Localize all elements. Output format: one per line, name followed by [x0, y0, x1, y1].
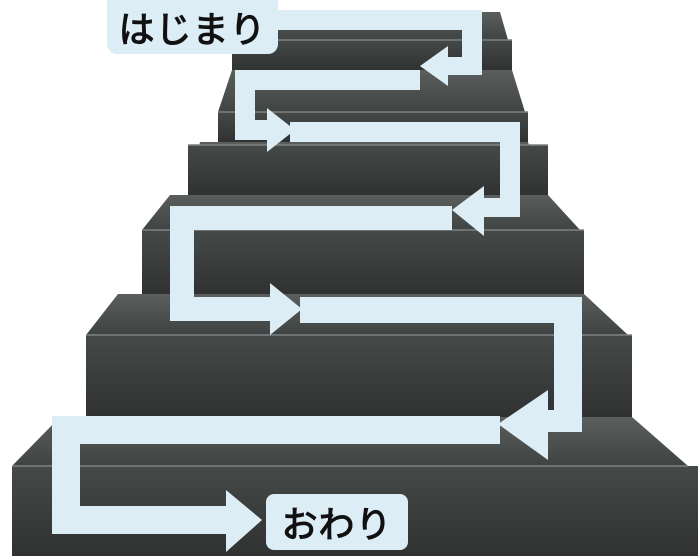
start-label: はじまり [107, 0, 278, 54]
arrowhead-icon [267, 108, 295, 152]
stair-riser [142, 230, 584, 294]
arrow-path-icon [52, 10, 582, 552]
arrowhead-icon [226, 490, 262, 552]
stair-riser [188, 145, 548, 195]
stairs [12, 12, 698, 556]
arrowhead-icon [452, 186, 484, 236]
arrowhead-icon [420, 46, 448, 86]
stair-riser [86, 335, 632, 417]
arrowhead-icon [498, 390, 548, 460]
end-label: おわり [266, 494, 408, 550]
arrowhead-icon [270, 283, 302, 335]
